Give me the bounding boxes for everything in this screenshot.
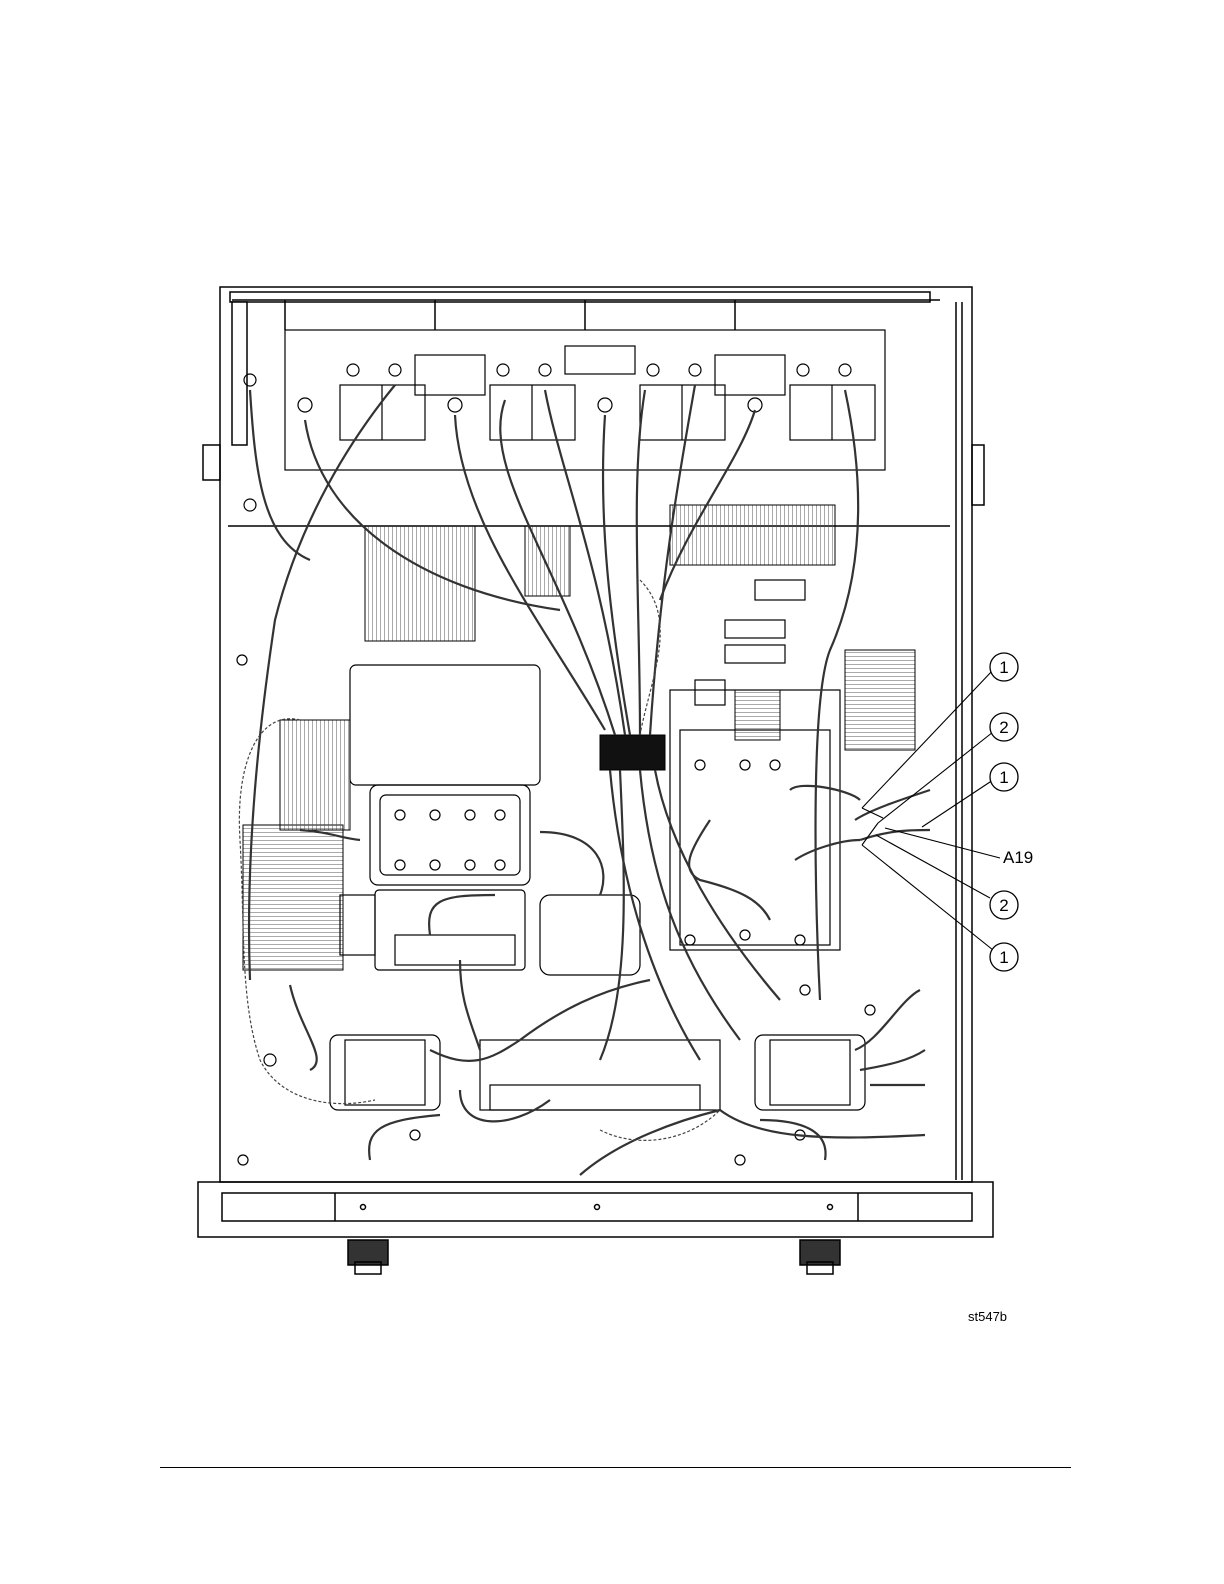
modules (330, 580, 865, 1110)
callout-2-lower: 2 (990, 891, 1018, 919)
front-panel (198, 1182, 993, 1274)
svg-text:1: 1 (999, 948, 1008, 967)
svg-text:1: 1 (999, 658, 1008, 677)
callout-1-bottom: 1 (990, 943, 1018, 971)
footer-rule (160, 1467, 1071, 1468)
callout-a19: A19 (1003, 848, 1033, 867)
callout-1-top: 1 (990, 653, 1018, 681)
svg-text:2: 2 (999, 896, 1008, 915)
callout-2-upper: 2 (990, 713, 1018, 741)
figure-id: st547b (968, 1309, 1007, 1324)
coax-cables (249, 385, 930, 1175)
callout-1-middle: 1 (990, 763, 1018, 791)
ribbon-cables (243, 505, 915, 970)
svg-text:A19: A19 (1003, 848, 1033, 867)
svg-text:1: 1 (999, 768, 1008, 787)
svg-text:2: 2 (999, 718, 1008, 737)
top-connector-bracket (244, 330, 885, 511)
